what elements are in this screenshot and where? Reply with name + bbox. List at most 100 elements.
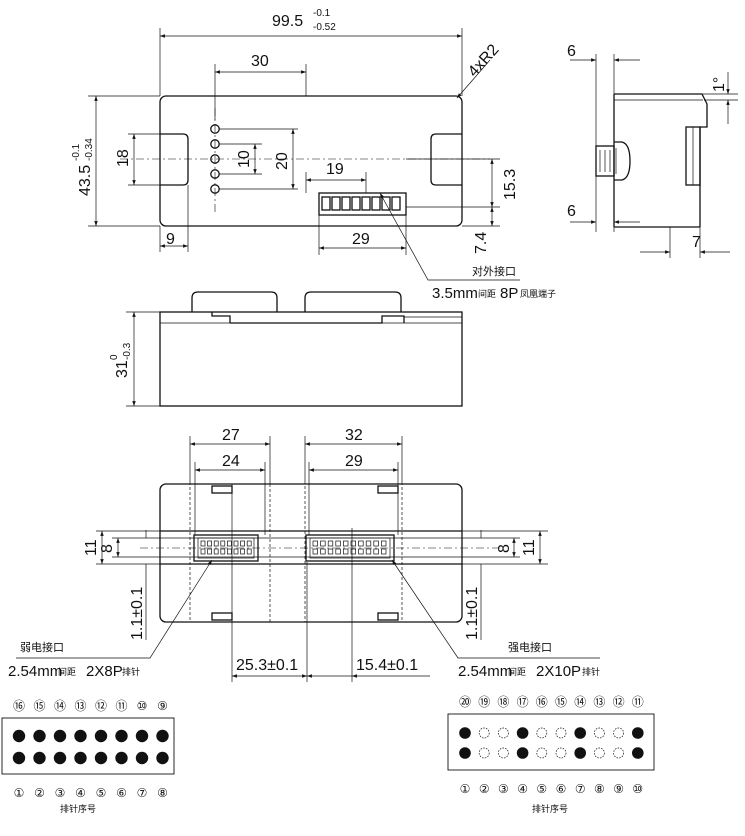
- weak-top-number: ⑩: [137, 699, 148, 713]
- weak-bottom-number: ⑤: [96, 786, 107, 800]
- strong-pin-empty: [478, 727, 490, 739]
- strong-bottom-number: ⑧: [594, 782, 605, 796]
- weak-top-number: ⑬: [74, 699, 86, 713]
- strong-pin-used: [632, 747, 644, 759]
- dim-25-3: 25.3±0.1: [236, 657, 298, 674]
- strong-pin-empty: [498, 727, 509, 739]
- strong-bv-pin: [365, 548, 372, 555]
- dim-32: 32: [345, 427, 363, 444]
- weak-connector-pins: [200, 540, 252, 555]
- label-terminal-type: 凤凰端子: [520, 288, 556, 300]
- weak-pin: [115, 729, 128, 743]
- weak-bv-pin: [213, 548, 219, 555]
- terminal-block: [318, 192, 407, 216]
- dim-7: 7: [692, 234, 701, 251]
- dim-width-upper: -0.1: [313, 8, 331, 19]
- weak-spec-pitch: 间距: [58, 666, 76, 678]
- strong-bottom-number: ⑨: [613, 782, 624, 796]
- strong-spec-type: 2X10P: [536, 663, 581, 680]
- dim-11-left: 11: [83, 539, 100, 556]
- weak-pin: [135, 729, 149, 743]
- strong-bottom-number: ②: [479, 782, 490, 796]
- dim-8-left: 8: [99, 544, 116, 553]
- label-terminal-pitch: 间距: [478, 288, 496, 300]
- strong-caption: 排针序号: [532, 803, 568, 815]
- strong-bv-pin: [320, 540, 326, 547]
- label-terminal-8p: 8P: [500, 285, 518, 302]
- weak-top-number: ⑪: [115, 699, 127, 713]
- dim-radius: 4xR2: [465, 41, 503, 80]
- side-terminal: [595, 145, 615, 177]
- strong-pin-empty: [555, 727, 567, 739]
- strong-bottom-number: ⑦: [575, 782, 586, 796]
- strong-title: 强电接口: [508, 641, 552, 654]
- strong-top-number: ⑬: [593, 695, 605, 709]
- strong-pin-empty: [498, 747, 509, 759]
- dim-width-lower: -0.52: [313, 22, 336, 33]
- strong-pin-empty: [555, 747, 567, 759]
- strong-spec-size: 2.54mm: [458, 663, 512, 680]
- dim-24: 24: [222, 453, 240, 470]
- strong-top-number: ⑪: [632, 695, 644, 709]
- weak-pin: [33, 751, 46, 765]
- dim-31: 31: [114, 360, 131, 378]
- weak-bv-pin: [207, 548, 212, 555]
- strong-top-number: ⑯: [536, 695, 548, 709]
- weak-bottom-number: ⑦: [137, 786, 148, 800]
- weak-pin: [53, 751, 67, 765]
- weak-pin: [135, 751, 149, 765]
- strong-bottom-number: ⑥: [556, 782, 567, 796]
- strong-pin-empty: [613, 727, 624, 739]
- weak-bottom-number: ②: [34, 786, 45, 800]
- weak-pin: [115, 751, 128, 765]
- weak-bv-pin: [240, 548, 245, 555]
- strong-bv-pin: [358, 540, 364, 547]
- strong-spec-suffix: 排针: [582, 666, 600, 678]
- weak-bv-pin: [207, 540, 212, 547]
- strong-top-number: ⑳: [459, 695, 471, 709]
- weak-bottom-number: ①: [14, 786, 25, 800]
- weak-bv-pin: [200, 540, 206, 547]
- strong-bottom-number: ①: [460, 782, 471, 796]
- strong-pin-empty: [536, 747, 548, 759]
- dim-7-4: 7.4: [473, 232, 490, 254]
- dim-1-1-left: 1.1±0.1: [129, 587, 146, 640]
- weak-connector-body: [193, 534, 259, 562]
- side-view: 6 1° 6 7: [567, 43, 738, 258]
- strong-spec-pitch: 间距: [508, 666, 526, 678]
- weak-pin: [74, 729, 87, 743]
- strong-bv-pin: [381, 548, 387, 555]
- strong-housing: [304, 483, 403, 623]
- strong-connector-pins: [312, 540, 387, 555]
- side-step: [699, 93, 708, 227]
- top-view: 99.5 -0.1 -0.52 30 4xR2 43.5 -0.1 -0.34 …: [71, 8, 556, 302]
- weak-bv-pin: [220, 548, 226, 555]
- strong-bv-pin: [373, 540, 379, 547]
- weak-pin: [53, 729, 67, 743]
- weak-title: 弱电接口: [20, 641, 64, 654]
- weak-bv-pin: [227, 540, 232, 547]
- dim-6-bottom: 6: [567, 203, 576, 220]
- strong-bv-pin: [320, 548, 326, 555]
- strong-top-number: ⑭: [574, 695, 586, 709]
- strong-bv-pin: [365, 540, 372, 547]
- weak-bv-pin: [233, 548, 239, 555]
- strong-bv-pin: [358, 548, 364, 555]
- strong-pin-empty: [594, 747, 605, 759]
- strong-top-number: ⑮: [555, 695, 567, 709]
- strong-bv-pin: [335, 540, 341, 547]
- top-view-outline: [159, 95, 463, 227]
- strong-bottom-number: ⑩: [632, 782, 643, 796]
- weak-top-number: ⑨: [157, 699, 168, 713]
- strong-bv-pin: [312, 548, 318, 555]
- weak-top-number: ⑯: [13, 699, 25, 713]
- weak-pin: [94, 729, 108, 743]
- strong-bv-pin: [335, 548, 341, 555]
- strong-bv-pin: [350, 540, 356, 547]
- left-slot: [160, 133, 189, 186]
- dim-15-4: 15.4±0.1: [356, 657, 418, 674]
- dim-8-right: 8: [496, 544, 513, 553]
